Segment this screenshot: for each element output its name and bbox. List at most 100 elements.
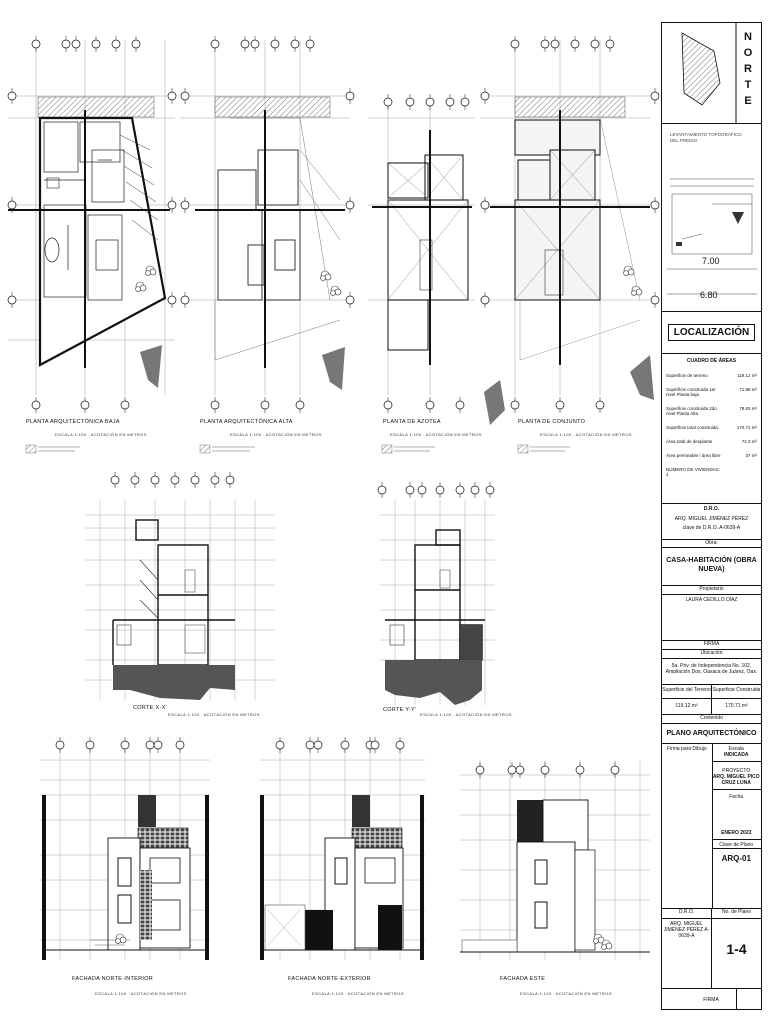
label-facade-north-exterior: FACHADA NORTE-EXTERIOR: [288, 976, 371, 982]
areas-row-label: NÚMERO DE VIVIENDAS: 1: [666, 467, 721, 477]
plan-ground-floor: [7, 35, 177, 454]
propietario-firma-row: FIRMA: [662, 640, 761, 649]
scale-section-y: ESCALA 1:100 . ACOTACIÓN EN METROS.: [420, 712, 514, 717]
obra-label: Obra:: [705, 540, 718, 546]
plan-upper-floor: [180, 35, 355, 454]
contenido-label-row: Contenido: [662, 714, 761, 723]
proyecto-value: ARQ. MIGUEL PICO CRUZ LUNA: [711, 774, 761, 790]
areas-row: Superficie construida 1er nivel Planta b…: [662, 387, 761, 397]
areas-row-value: 79.83 m²: [739, 406, 757, 411]
areas-title: CUADRO DE ÁREAS: [686, 358, 737, 364]
obra-label-row: Obra:: [662, 539, 761, 547]
contenido-title-text: PLANO ARQUITECTÓNICO: [666, 730, 757, 737]
areas-row: Área permeable / área libre 37 m²: [662, 453, 761, 458]
dro-registry: clave de D.R.O. A-0639-A: [682, 525, 741, 531]
firma-row: FIRMA: [662, 988, 761, 1010]
label-plan-roof: PLANTA DE AZOTEA: [383, 419, 441, 425]
location-title: LOCALIZACIÓN: [662, 311, 761, 353]
location-map: LEVANTAMIENTO TOPOGRÁFICO DEL PREDIO 7.0…: [662, 123, 761, 311]
areas-row-label: Área total de desplante: [666, 439, 713, 444]
escala-value: INDICADA: [711, 752, 761, 762]
label-facade-north-interior: FACHADA NORTE-INTERIOR: [72, 976, 154, 982]
facade-east: [460, 760, 650, 960]
areas-rows: Superficie de terreno 119.12 m² Superficie…: [662, 373, 761, 477]
areas-row-value: 71.88 m²: [739, 387, 757, 392]
meta-grid: Firma para Dibujo Escala INDICADA PROYEC…: [662, 743, 761, 908]
areas-row: Superficie construida 2do nivel Planta A…: [662, 406, 761, 416]
areas-row-value: 37 m²: [745, 453, 757, 458]
plan-site: [480, 35, 660, 454]
location-dim-1: 7.00: [702, 256, 720, 266]
ubicacion-text: 5a. Priv. de Independencia No. 102, Ampl…: [665, 663, 758, 675]
north-arrow-icon: [681, 23, 737, 123]
sup-construida-label: Superficie Construida: [712, 687, 761, 693]
facade-north-interior: [40, 736, 210, 960]
scale-section-x: ESCALA 1:100 . ACOTACIÓN EN METROS.: [168, 712, 262, 717]
location-note: LEVANTAMIENTO TOPOGRÁFICO DEL PREDIO: [670, 132, 742, 143]
propietario-label-row: Propietario: [662, 585, 761, 594]
ubicacion-label: Ubicación: [700, 650, 723, 656]
label-plan-site: PLANTA DE CONJUNTO: [518, 419, 586, 425]
facade-north-exterior: [260, 736, 425, 960]
propietario-label: Propietario: [699, 586, 724, 592]
areas-row: Área total de desplante 72.3 m²: [662, 439, 761, 444]
meta-right: Escala INDICADA PROYECTO ARQ. MIGUEL PIC…: [711, 744, 761, 908]
fecha-label: Fecha: [729, 794, 744, 800]
dro-name: ARQ. MIGUEL JIMÉNEZ PÉREZ: [674, 516, 749, 522]
firma-dibujo-label: Firma para Dibujo: [666, 746, 707, 752]
dro-footer-label: D.R.O.: [662, 909, 712, 918]
contenido-label: Contenido: [700, 715, 723, 721]
areas-row: NÚMERO DE VIVIENDAS: 1: [662, 467, 761, 477]
dro-title: D.R.O.: [703, 506, 720, 512]
areas-row-label: Superficie construida 2do nivel Planta A…: [666, 406, 717, 416]
obra-title-text: CASA-HABITACIÓN (OBRA NUEVA): [666, 557, 757, 573]
ubicacion-block: 5a. Priv. de Independencia No. 102, Ampl…: [662, 658, 761, 684]
scale-facade-north-exterior: ESCALA 1:100 . ACOTACIÓN EN METROS.: [312, 991, 406, 996]
scale-plan-ground: ESCALA 1:100 . ACOTACIÓN EN METROS.: [55, 432, 149, 437]
firma-text: FIRMA: [686, 989, 737, 1010]
areas-row-label: Área permeable / área libre: [666, 453, 721, 458]
label-plan-ground: PLANTA ARQUITECTÓNICA BAJA: [26, 419, 120, 425]
escala-label: Escala: [728, 746, 744, 752]
propietario-block: LAURA CEDILLO DÍAZ: [662, 594, 761, 640]
section-x: [85, 471, 275, 700]
location-title-text: LOCALIZACIÓN: [667, 324, 756, 341]
ubicacion-label-row: Ubicación: [662, 649, 761, 658]
scale-facade-east: ESCALA 1:100 . ACOTACIÓN EN METROS.: [520, 991, 614, 996]
label-plan-upper: PLANTA ARQUITECTÓNICA ALTA: [200, 419, 293, 425]
scale-facade-north-interior: ESCALA 1:100 . ACOTACIÓN EN METROS.: [95, 991, 189, 996]
north-label: NORTE: [743, 31, 755, 107]
no-plano-label: No. de Plano: [722, 909, 751, 915]
sheet-number: 1-4: [726, 941, 747, 957]
areas-row-value: 119.12 m²: [737, 373, 757, 378]
areas-row-label: Superficie construida 1er nivel Planta b…: [666, 387, 716, 397]
sup-terreno-label: Superficie del Terreno: [662, 685, 712, 698]
areas-row-label: Superficie de terreno: [666, 373, 708, 378]
section-y: [377, 481, 495, 705]
areas-row: Superficie total construida 170.71 m²: [662, 425, 761, 430]
clave-value: ARQ-01: [721, 854, 751, 863]
areas-row-value: 170.71 m²: [736, 425, 757, 430]
scale-plan-site: ESCALA 1:100 . ACOTACIÓN EN METROS.: [540, 432, 634, 437]
superficies-values: 119.12 m² 170.71 m²: [662, 698, 761, 714]
dro-footer-labels: D.R.O. No. de Plano: [662, 908, 761, 918]
fecha-value: ENERO 2023: [711, 800, 761, 840]
sup-construida-value: 170.71 m²: [725, 703, 748, 709]
label-section-y: CORTE Y-Y': [383, 707, 417, 713]
areas-row-value: 72.3 m²: [741, 439, 757, 444]
areas-table: CUADRO DE ÁREAS Superficie de terreno 119…: [662, 353, 761, 503]
areas-row-label: Superficie total construida: [666, 425, 718, 430]
superficies-labels: Superficie del Terreno Superficie Constr…: [662, 684, 761, 698]
location-dim-2: 6.80: [700, 290, 718, 300]
contenido-title: PLANO ARQUITECTÓNICO: [662, 723, 761, 743]
dro-footer-name: ARQ. MIGUEL JIMÉNEZ PÉREZ A-0639-A: [662, 919, 712, 988]
sup-terreno-value: 119.12 m²: [662, 699, 712, 714]
location-diagram: [667, 178, 757, 295]
label-section-x: CORTE X-X': [133, 705, 167, 711]
dro-footer: ARQ. MIGUEL JIMÉNEZ PÉREZ A-0639-A 1-4: [662, 918, 761, 988]
proyecto-label: PROYECTO: [722, 768, 751, 774]
plan-roof: [368, 93, 505, 454]
title-block: NORTE LEVANTAMIENTO TOPOGRÁFICO DEL PRED…: [661, 22, 762, 1010]
